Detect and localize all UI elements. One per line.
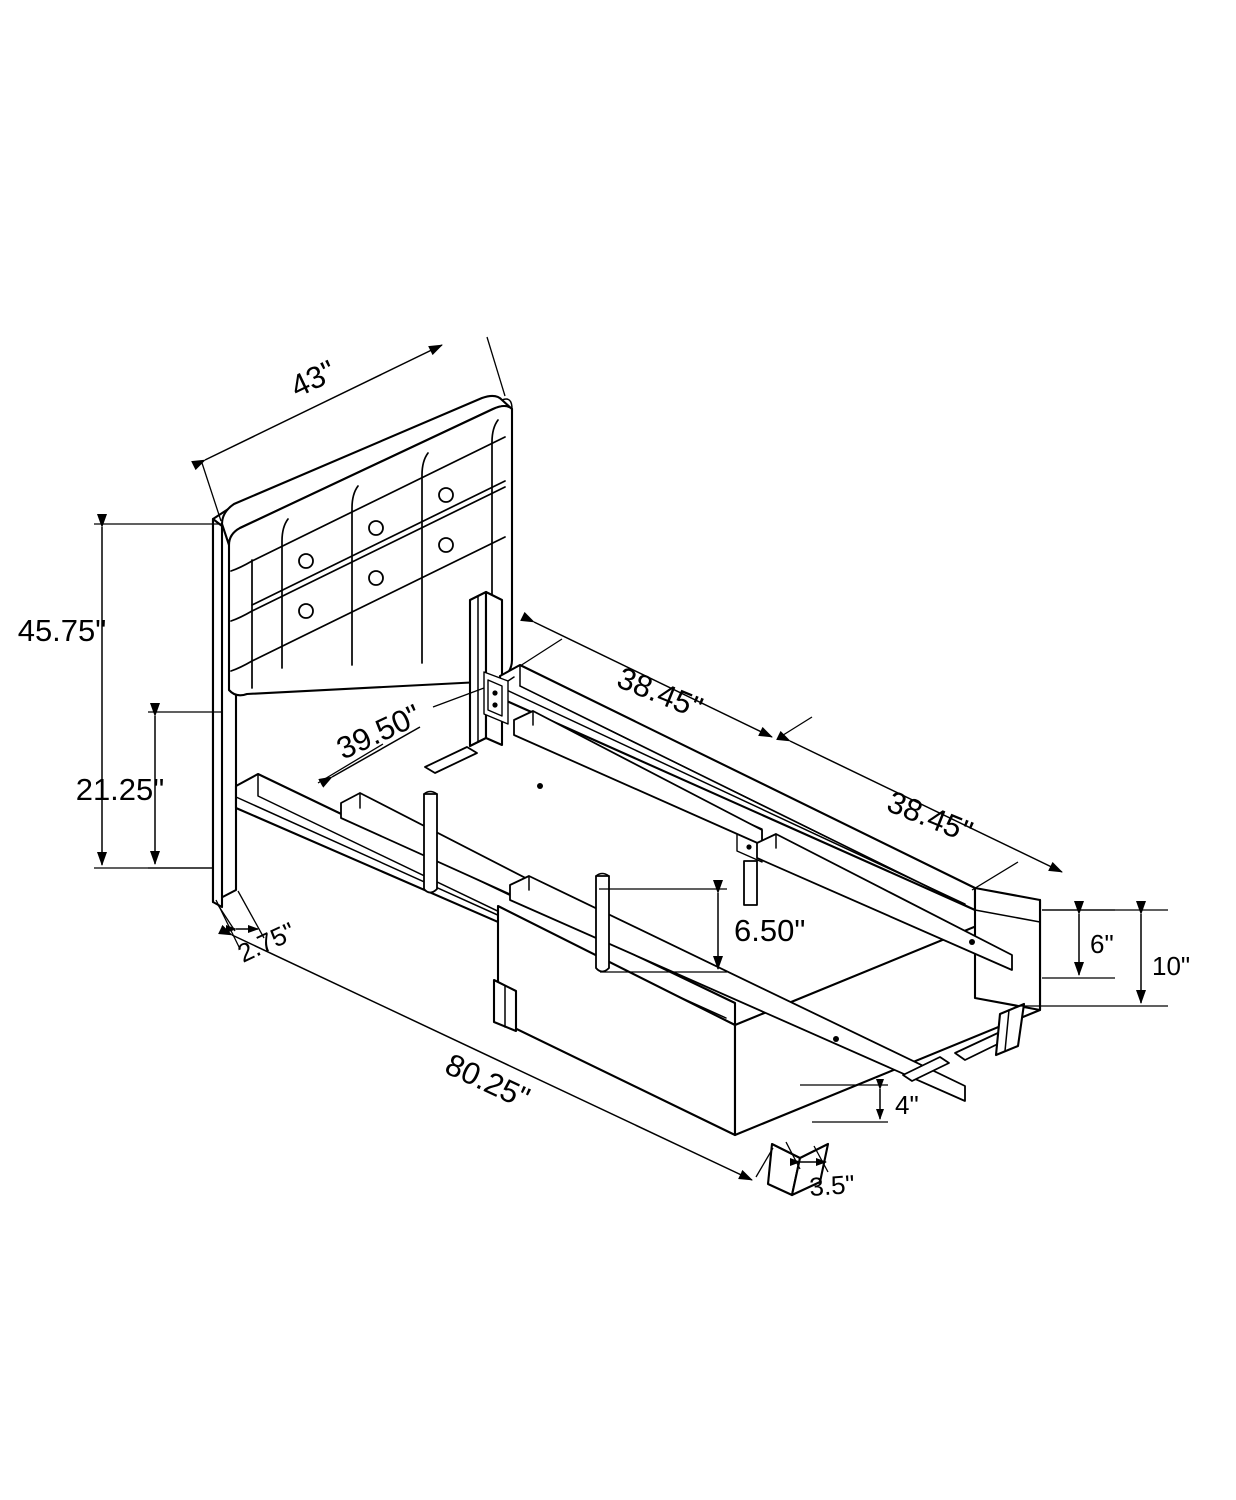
dimension-leg-width: 3.5" bbox=[785, 1141, 856, 1202]
dimension-label-rail-height: 6" bbox=[1090, 929, 1114, 959]
center-support-leg-1 bbox=[423, 790, 438, 894]
foot-right-leg bbox=[994, 1002, 1026, 1057]
dimension-deck-height: 10" bbox=[1020, 901, 1190, 1007]
corner-bracket-head bbox=[483, 671, 515, 725]
dimension-frame-side-height: 21.25" bbox=[76, 703, 222, 869]
dimension-post-thickness: 2.75" bbox=[215, 890, 300, 968]
dimension-label-inner-width-front: 39.50" bbox=[331, 697, 426, 766]
dimension-label-leg-width: 3.5" bbox=[808, 1169, 855, 1202]
dimension-label-headboard-width: 43" bbox=[285, 353, 341, 404]
dimension-label-leg-height: 4" bbox=[895, 1090, 919, 1120]
dimension-label-deck-height: 10" bbox=[1152, 951, 1190, 981]
dimension-label-overall-length: 80.25" bbox=[440, 1047, 535, 1116]
right-side-rail bbox=[973, 886, 1042, 1012]
foot-front-leg bbox=[766, 1142, 830, 1197]
dimension-label-post-thickness: 2.75" bbox=[233, 916, 300, 968]
dimension-label-center-leg-height: 6.50" bbox=[734, 913, 805, 948]
dimension-label-frame-side-height: 21.25" bbox=[76, 772, 165, 807]
center-support-leg-3 bbox=[743, 860, 758, 906]
dimension-inner-width-front: 39.50" bbox=[317, 687, 485, 788]
dimension-label-inner-width-rear-lower: 38.45" bbox=[882, 784, 977, 850]
dimension-rail-height: 6" bbox=[1042, 901, 1115, 979]
headboard-panel bbox=[220, 394, 514, 697]
dimension-leg-height: 4" bbox=[800, 1079, 919, 1123]
center-support-leg-2 bbox=[595, 872, 610, 973]
dimension-overall-height: 45.75" bbox=[18, 514, 222, 869]
headboard-right-post bbox=[468, 590, 504, 748]
dimension-label-inner-width-rear-upper: 38.45" bbox=[612, 660, 707, 726]
dimension-label-overall-height: 45.75" bbox=[18, 613, 107, 648]
